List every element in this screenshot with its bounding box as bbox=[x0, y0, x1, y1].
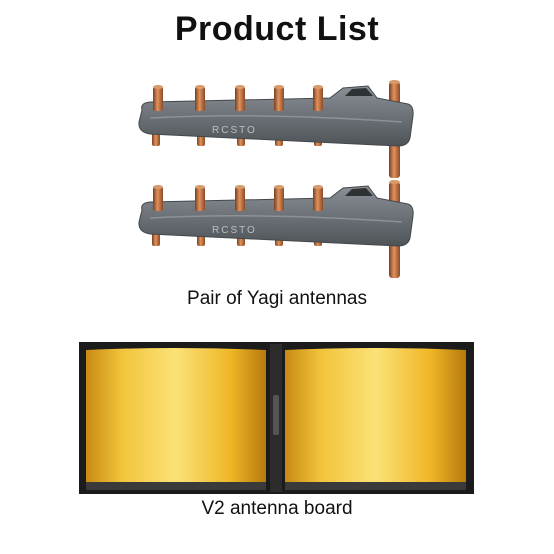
yagi-antenna-top: RCSTO bbox=[138, 79, 414, 179]
brand-mark-bottom: RCSTO bbox=[212, 225, 257, 236]
yagi-antennas-caption: Pair of Yagi antennas bbox=[187, 288, 367, 309]
antenna-board bbox=[79, 342, 474, 494]
page-title: Product List bbox=[174, 10, 380, 48]
brand-mark-top: RCSTO bbox=[212, 125, 257, 136]
antenna-board-caption: V2 antenna board bbox=[201, 498, 353, 519]
yagi-antenna-bottom: RCSTO bbox=[138, 179, 414, 279]
